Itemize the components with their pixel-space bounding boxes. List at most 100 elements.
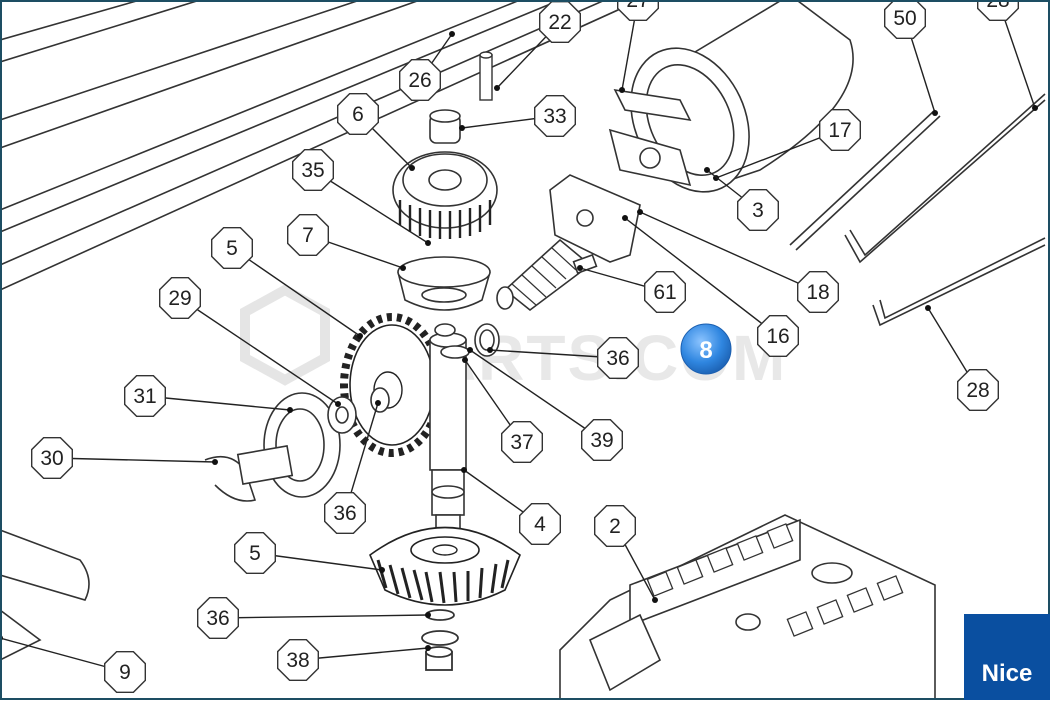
callout-c29[interactable]: 29 bbox=[158, 277, 202, 319]
brand-logo-text: Nice bbox=[981, 660, 1033, 687]
leader-line-c29 bbox=[179, 297, 339, 405]
leader-line-c5b bbox=[254, 552, 383, 571]
callout-c38[interactable]: 38 bbox=[277, 639, 319, 681]
rods-part bbox=[789, 93, 1046, 327]
callout-c5b[interactable]: 5 bbox=[233, 532, 276, 574]
leader-line-c36c bbox=[217, 614, 429, 619]
callout-bubble bbox=[957, 369, 999, 411]
callout-c50[interactable]: 50 bbox=[884, 0, 926, 39]
housing-base-part bbox=[559, 514, 936, 701]
callout-c5a[interactable]: 5 bbox=[210, 226, 254, 269]
callout-c6[interactable]: 6 bbox=[337, 92, 379, 136]
callout-c18[interactable]: 18 bbox=[797, 271, 839, 313]
callout-c7[interactable]: 7 bbox=[287, 213, 329, 257]
highlight-callout-label: 8 bbox=[699, 337, 712, 364]
leader-dot-c27 bbox=[619, 87, 625, 93]
shaft-part bbox=[429, 332, 467, 536]
callout-label: 31 bbox=[133, 385, 156, 408]
callout-bubble bbox=[539, 1, 581, 43]
leader-dot-c36c bbox=[425, 612, 431, 618]
callout-c36b[interactable]: 36 bbox=[324, 492, 366, 534]
callout-label: 16 bbox=[766, 325, 789, 348]
nice-logo: Nice bbox=[964, 614, 1050, 700]
callout-bubble bbox=[277, 639, 319, 681]
callout-c61[interactable]: 61 bbox=[644, 271, 686, 313]
cup-part bbox=[397, 256, 491, 311]
leader-dot-c16 bbox=[622, 215, 628, 221]
callout-label: 39 bbox=[590, 429, 613, 452]
callout-bubble bbox=[737, 188, 779, 232]
callout-label: 33 bbox=[543, 105, 566, 128]
highlight-callout[interactable]: 8 bbox=[680, 323, 732, 375]
spur-gear-part bbox=[392, 109, 498, 239]
callout-c9[interactable]: 9 bbox=[103, 651, 147, 693]
leader-dot-c28a bbox=[1032, 105, 1038, 111]
callout-bubble bbox=[31, 437, 74, 479]
leader-line-c36a bbox=[489, 349, 619, 359]
callout-bubble bbox=[292, 148, 334, 192]
callout-bubble bbox=[123, 375, 167, 417]
callout-label: 38 bbox=[286, 649, 309, 672]
callout-bubble bbox=[519, 503, 561, 545]
callout-c2[interactable]: 2 bbox=[594, 505, 636, 547]
leader-dot-c61 bbox=[577, 265, 583, 271]
callout-c39[interactable]: 39 bbox=[581, 419, 623, 461]
leader-line-c38 bbox=[297, 647, 429, 661]
callout-label: 9 bbox=[119, 661, 131, 684]
leader-dot-c2 bbox=[652, 597, 658, 603]
callout-bubble bbox=[324, 492, 366, 534]
callout-c33[interactable]: 33 bbox=[534, 94, 576, 138]
bevel-gear-part bbox=[369, 526, 521, 606]
callout-bubble bbox=[581, 419, 623, 461]
callout-c26[interactable]: 26 bbox=[399, 59, 441, 102]
callout-c28b[interactable]: 28 bbox=[957, 369, 999, 411]
callout-c30[interactable]: 30 bbox=[31, 437, 74, 479]
callout-bubble bbox=[977, 0, 1019, 21]
callout-label: 22 bbox=[548, 11, 571, 34]
leader-dot-c4 bbox=[461, 467, 467, 473]
leader-dot-c36b bbox=[375, 400, 381, 406]
callout-c36c[interactable]: 36 bbox=[196, 597, 240, 639]
leader-line-c30 bbox=[51, 457, 216, 463]
callout-c31[interactable]: 31 bbox=[123, 375, 167, 417]
leader-line-c39 bbox=[469, 349, 603, 441]
callout-bubble bbox=[103, 651, 147, 693]
callout-c3[interactable]: 3 bbox=[737, 188, 779, 232]
leader-line-c5a bbox=[231, 247, 361, 337]
callout-c37[interactable]: 37 bbox=[501, 421, 543, 463]
leader-dot-c36a bbox=[487, 347, 493, 353]
callout-label: 6 bbox=[352, 103, 364, 126]
leader-dot-c5b bbox=[379, 567, 385, 573]
leader-dot-c50 bbox=[932, 110, 938, 116]
callout-label: 28 bbox=[986, 0, 1009, 12]
callout-bubble bbox=[534, 94, 576, 138]
callout-c22[interactable]: 22 bbox=[539, 1, 581, 43]
callout-label: 61 bbox=[653, 281, 676, 304]
callout-bubble bbox=[399, 59, 441, 102]
callout-bubble bbox=[210, 226, 254, 269]
callout-label: 29 bbox=[168, 287, 191, 310]
callout-c27[interactable]: 27 bbox=[617, 0, 659, 21]
callout-label: 37 bbox=[510, 431, 533, 454]
callout-bubble bbox=[617, 0, 659, 21]
callout-bubble bbox=[819, 108, 861, 152]
callout-c17[interactable]: 17 bbox=[819, 108, 861, 152]
leader-dot-c3 bbox=[704, 167, 710, 173]
callout-c35[interactable]: 35 bbox=[292, 148, 334, 192]
leader-dot-c18 bbox=[637, 209, 643, 215]
leader-dot-c30 bbox=[212, 459, 218, 465]
leader-dot-c6 bbox=[409, 165, 415, 171]
callout-c28a[interactable]: 28 bbox=[977, 0, 1019, 21]
upper-washers-part bbox=[434, 323, 500, 359]
callout-label: 30 bbox=[40, 447, 63, 470]
callout-c36a[interactable]: 36 bbox=[597, 337, 639, 379]
callout-label: 17 bbox=[828, 119, 851, 142]
callout-bubble bbox=[884, 0, 926, 39]
callout-label: 27 bbox=[626, 0, 649, 12]
callout-c4[interactable]: 4 bbox=[519, 503, 561, 545]
leader-line-c16 bbox=[624, 217, 779, 337]
leader-dot-c7 bbox=[400, 265, 406, 271]
callout-c16[interactable]: 16 bbox=[757, 315, 799, 357]
